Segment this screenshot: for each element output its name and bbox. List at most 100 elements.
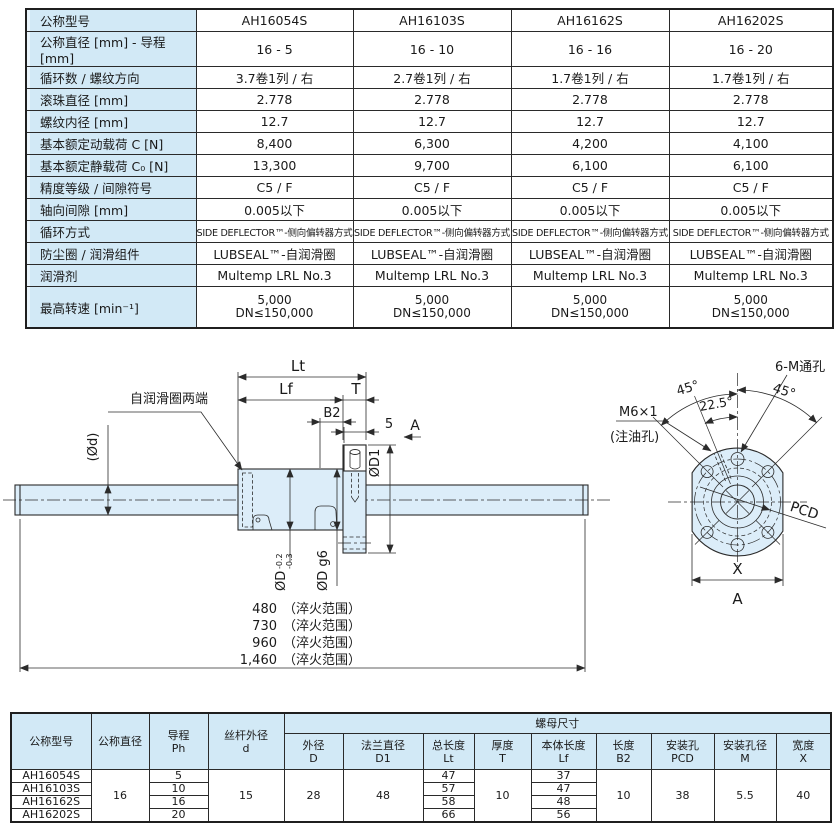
spec-cell: 16 - 10: [352, 31, 512, 67]
dim-cell: 66: [422, 808, 475, 823]
spec-cell: AH16103S: [352, 8, 512, 32]
spec-cell: Multemp LRL No.3: [352, 264, 512, 287]
dim-label-od: ØD: [274, 571, 289, 591]
dim-cell: 38: [650, 769, 715, 823]
spec-row-label: 公称直径 [mm] - 导程 [mm]: [25, 31, 197, 67]
dim-label-t: T: [350, 380, 361, 398]
spec-row-label: 轴向间隙 [mm]: [25, 198, 197, 221]
spec-cell: C5 / F: [668, 176, 834, 199]
spec-cell: 2.778: [510, 88, 670, 111]
harden-suffix-3: （淬火范围）: [283, 636, 361, 651]
bolt-circle: [694, 458, 781, 546]
spec-cell: 2.778: [352, 88, 512, 111]
dim-col-header: 宽度 X: [775, 733, 832, 770]
deflector-right: [314, 505, 338, 531]
spec-cell: Multemp LRL No.3: [195, 264, 354, 287]
dim-cell: AH16103S: [10, 782, 92, 796]
dim-col-header: 公称直径: [90, 712, 150, 770]
spec-cell: 5,000 DN≤150,000: [668, 286, 834, 329]
spec-cell: 5,000 DN≤150,000: [195, 286, 354, 329]
end-view-label-a: A: [732, 590, 743, 608]
dim-col-header: 厚度 T: [473, 733, 532, 770]
spec-cell: LUBSEAL™-自润滑圈: [510, 242, 670, 265]
dim-col-header: 安装孔径 M: [713, 733, 777, 770]
spec-cell: SIDE DEFLECTOR™-侧向偏转器方式: [668, 220, 834, 243]
spec-cell: 13,300: [195, 154, 354, 177]
view-a-label: A: [410, 418, 420, 434]
oil-fitting-boss: [343, 444, 367, 472]
spec-cell: 0.005以下: [510, 198, 670, 221]
dim-cell: AH16054S: [10, 769, 92, 783]
harden-length-4: 1,460: [240, 653, 277, 668]
angle-45-left-label: 45°: [675, 378, 701, 399]
dim-label-od1: ØD1: [368, 449, 383, 478]
spec-row-label: 滚珠直径 [mm]: [25, 88, 197, 111]
spec-cell: 4,100: [668, 132, 834, 155]
harden-length-2: 730: [252, 619, 277, 634]
mount-holes-callout: 6-M通孔: [775, 360, 825, 375]
spec-cell: 16 - 20: [668, 31, 834, 67]
mount-hole-top: [730, 452, 745, 466]
spec-row-label: 精度等级 / 间隙符号: [25, 176, 197, 199]
dim-label-odg6: ØD g6: [316, 550, 331, 591]
dim-cell: 10: [148, 782, 209, 796]
spec-cell: 0.005以下: [668, 198, 834, 221]
spec-cell: AH16162S: [510, 8, 670, 32]
dim-cell: 28: [283, 769, 344, 823]
spec-cell: 6,300: [352, 132, 512, 155]
spec-cell: 3.7卷1列 / 右: [195, 66, 354, 89]
spec-cell: 2.778: [668, 88, 834, 111]
dim-cell: 58: [422, 795, 475, 809]
spec-row-label: 螺纹内径 [mm]: [25, 110, 197, 133]
spec-row-label: 最高转速 [min⁻¹]: [25, 286, 197, 329]
seal-note-label: 自润滑圈两端: [130, 392, 208, 407]
dim-cell: 20: [148, 808, 209, 823]
deflector-left: [252, 514, 273, 531]
harden-suffix-2: （淬火范围）: [283, 619, 361, 634]
spec-cell: 0.005以下: [195, 198, 354, 221]
dim-cell: 37: [530, 769, 597, 783]
spec-cell: 5,000 DN≤150,000: [510, 286, 670, 329]
spec-cell: C5 / F: [352, 176, 512, 199]
dim-cell: 5.5: [713, 769, 777, 823]
dim-label-od-shaft: (Ød): [86, 433, 101, 462]
spec-cell: SIDE DEFLECTOR™-侧向偏转器方式: [510, 220, 670, 243]
mount-hole-nw: [700, 465, 714, 479]
spec-cell: 12.7: [352, 110, 512, 133]
spec-cell: 0.005以下: [352, 198, 512, 221]
harden-suffix-4: （淬火范围）: [283, 653, 361, 668]
spec-cell: 2.7卷1列 / 右: [352, 66, 512, 89]
dim-cell: 56: [530, 808, 597, 823]
nut-size-group-header: 螺母尺寸: [283, 712, 832, 734]
spec-row-label: 公称型号: [25, 8, 197, 32]
spec-row-label: 基本额定动载荷 C [N]: [25, 132, 197, 155]
spec-cell: SIDE DEFLECTOR™-侧向偏转器方式: [195, 220, 354, 243]
dim-label-x: X: [732, 560, 742, 578]
dim-cell: 16: [90, 769, 150, 823]
oil-port-callout: M6×1: [619, 405, 658, 420]
spec-cell: C5 / F: [510, 176, 670, 199]
harden-suffix-1: （淬火范围）: [283, 602, 361, 617]
spec-cell: 16 - 16: [510, 31, 670, 67]
spec-cell: Multemp LRL No.3: [668, 264, 834, 287]
spec-cell: LUBSEAL™-自润滑圈: [668, 242, 834, 265]
dim-col-header: 公称型号: [10, 712, 92, 770]
dim-col-header: 丝杆外径 d: [207, 712, 285, 770]
spec-cell: 9,700: [352, 154, 512, 177]
spec-cell: AH16054S: [195, 8, 354, 32]
dim-label-lt: Lt: [291, 357, 305, 375]
spec-row-label: 防尘圈 / 润滑组件: [25, 242, 197, 265]
